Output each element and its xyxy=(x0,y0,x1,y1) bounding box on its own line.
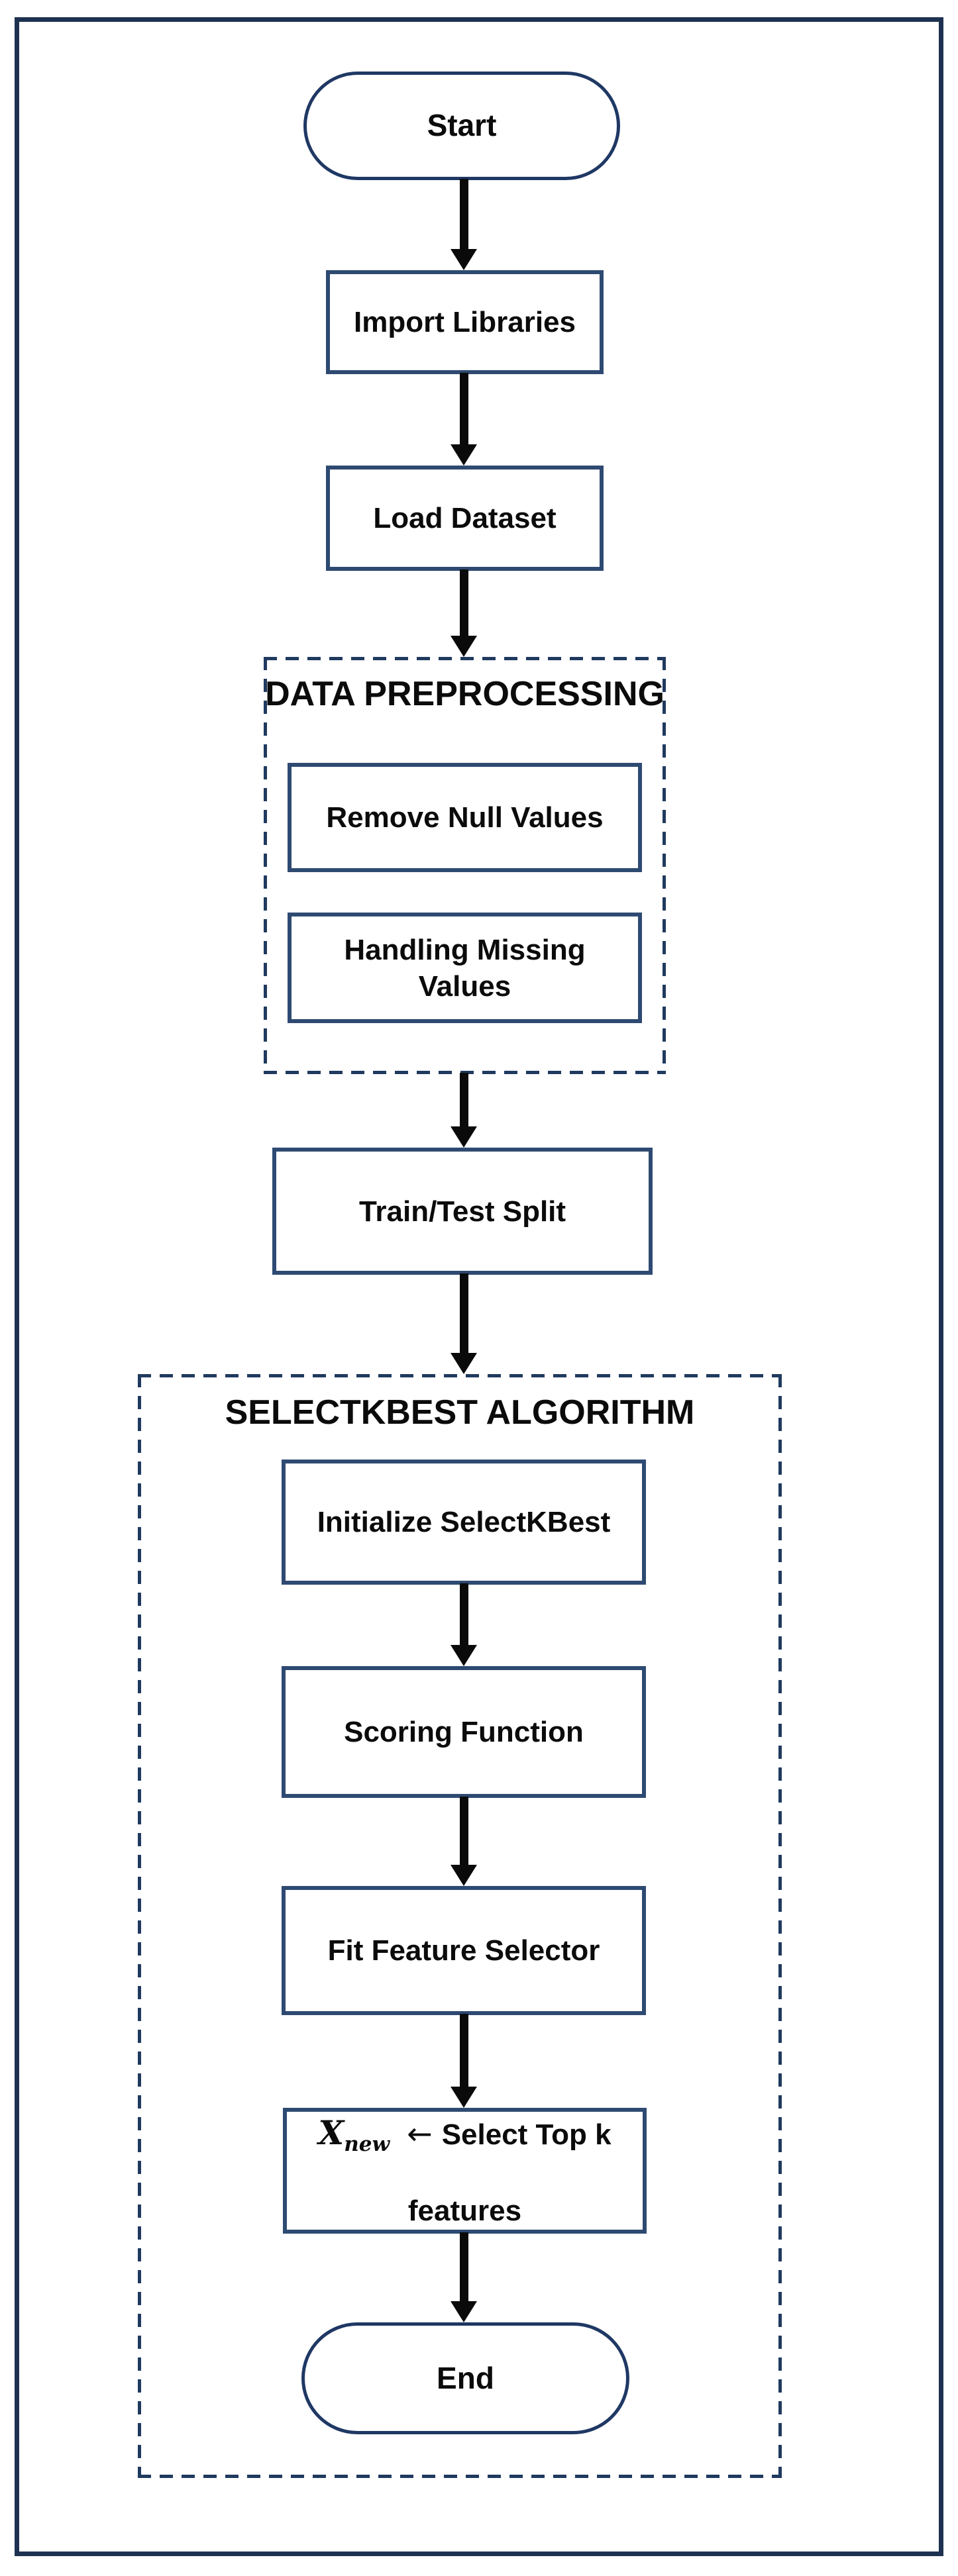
start-label: Start xyxy=(427,108,497,143)
dashed-edge-left xyxy=(264,657,267,1074)
flow-arrow-5 xyxy=(451,1273,477,1374)
arrow-shaft xyxy=(459,1583,468,1645)
flow-arrow-2 xyxy=(451,373,477,466)
dashed-edge-left xyxy=(138,1374,141,2478)
section-data-preprocessing: DATA PREPROCESSING xyxy=(264,657,666,1074)
scoring-function-label: Scoring Function xyxy=(344,1716,584,1748)
arrow-head-icon xyxy=(451,2087,477,2108)
flow-arrow-3 xyxy=(451,570,477,657)
node-fit-feature-selector: Fit Feature Selector xyxy=(282,1886,646,2015)
fit-feature-selector-label: Fit Feature Selector xyxy=(327,1934,600,1967)
node-import-libraries: Import Libraries xyxy=(326,270,604,374)
arrow-head-icon xyxy=(451,636,477,657)
dashed-edge-top xyxy=(264,657,666,660)
outer-border-frame xyxy=(15,17,943,2556)
formula-subscript: new xyxy=(344,2132,390,2156)
arrow-head-icon xyxy=(451,1645,477,1666)
train-test-split-label: Train/Test Split xyxy=(358,1195,566,1228)
section-title-data-preprocessing: DATA PREPROCESSING xyxy=(265,675,665,713)
node-initialize-selectkbest: Initialize SelectKBest xyxy=(282,1460,646,1585)
end-label: End xyxy=(437,2360,494,2395)
arrow-head-icon xyxy=(451,1353,477,1374)
node-load-dataset: Load Dataset xyxy=(326,466,604,571)
section-title-selectkbest-algorithm: SELECTKBEST ALGORITHM xyxy=(225,1393,695,1432)
flow-arrow-6 xyxy=(451,1583,477,1666)
dashed-edge-bottom xyxy=(138,2475,782,2478)
flow-arrow-7 xyxy=(451,1797,477,1886)
node-handling-missing-values: Handling Missing Values xyxy=(288,913,642,1023)
arrow-shaft xyxy=(459,1073,468,1126)
arrow-head-icon xyxy=(451,444,477,466)
arrow-shaft xyxy=(459,1797,468,1865)
dashed-edge-top xyxy=(138,1374,782,1377)
formula-text: Select Top k xyxy=(441,2118,612,2151)
flow-arrow-4 xyxy=(451,1073,477,1148)
initialize-selectkbest-label: Initialize SelectKBest xyxy=(317,1506,611,1538)
flow-arrow-1 xyxy=(451,179,477,270)
remove-null-values-label: Remove Null Values xyxy=(326,801,604,834)
arrow-shaft xyxy=(459,2232,468,2301)
dashed-edge-bottom xyxy=(264,1071,666,1074)
flow-arrow-8 xyxy=(451,2014,477,2108)
node-end: End xyxy=(301,2322,629,2434)
node-start: Start xyxy=(303,72,620,180)
section-selectkbest-algorithm: SELECTKBEST ALGORITHM xyxy=(138,1374,782,2478)
node-remove-null-values: Remove Null Values xyxy=(288,763,642,872)
dashed-edge-right xyxy=(778,1374,782,2478)
node-train-test-split: Train/Test Split xyxy=(272,1148,653,1275)
left-arrow-glyph: ← xyxy=(407,2115,433,2152)
handling-missing-values-label: Handling Missing Values xyxy=(344,933,586,1003)
flow-arrow-9 xyxy=(451,2232,477,2322)
arrow-shaft xyxy=(459,2014,468,2087)
formula-var: X xyxy=(318,2112,345,2152)
arrow-shaft xyxy=(459,570,468,636)
arrow-head-icon xyxy=(451,2301,477,2322)
arrow-head-icon xyxy=(451,1865,477,1886)
arrow-shaft xyxy=(459,179,468,249)
arrow-shaft xyxy=(459,1273,468,1353)
formula-text-line2: features xyxy=(407,2195,522,2228)
arrow-head-icon xyxy=(451,1126,477,1148)
node-scoring-function: Scoring Function xyxy=(282,1666,646,1798)
import-libraries-label: Import Libraries xyxy=(354,306,576,338)
dashed-edge-right xyxy=(663,657,666,1074)
load-dataset-label: Load Dataset xyxy=(373,502,557,534)
arrow-head-icon xyxy=(451,249,477,270)
arrow-shaft xyxy=(459,373,468,444)
